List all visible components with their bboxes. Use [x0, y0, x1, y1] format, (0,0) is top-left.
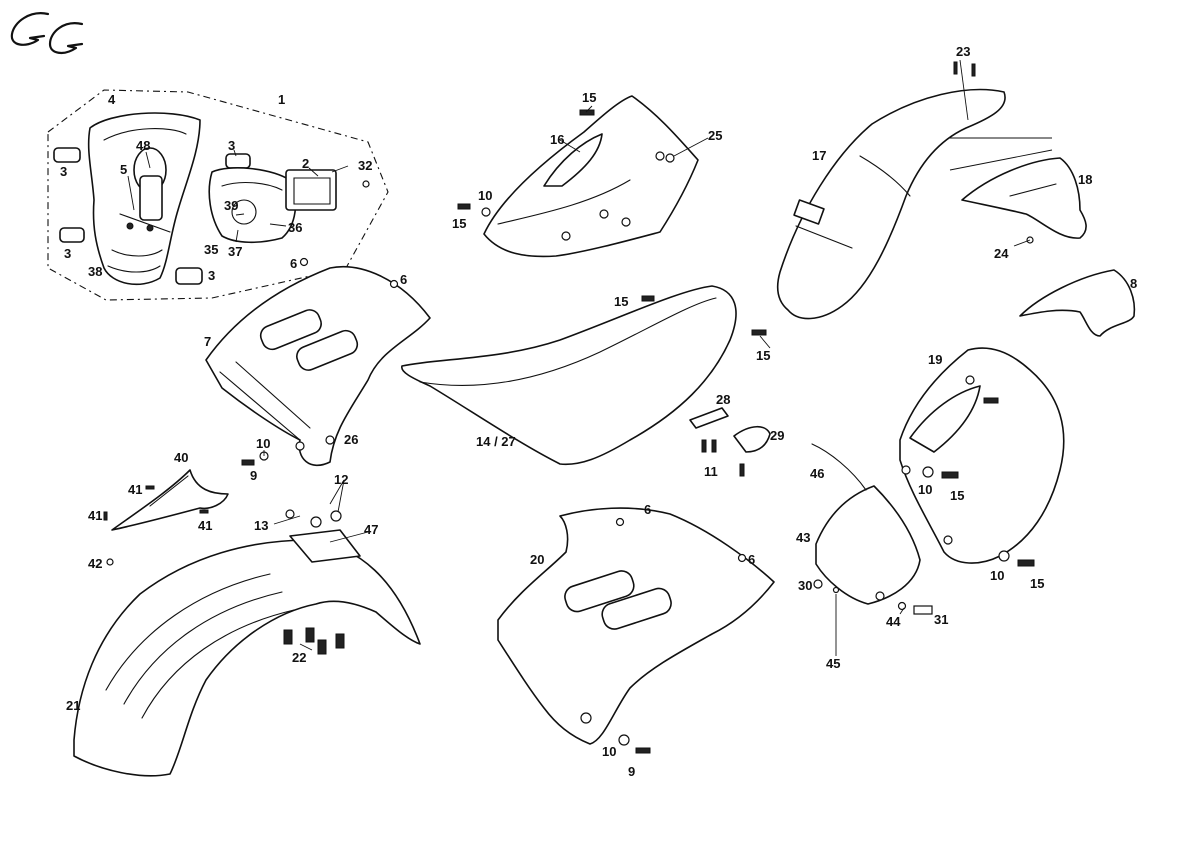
leader-lines [127, 59, 1053, 656]
label-part-19: 19 [928, 352, 942, 367]
seat-bracket [689, 407, 729, 429]
label-part-11: 11 [704, 464, 718, 479]
label-part-44: 44 [886, 614, 901, 629]
side-number-plate [899, 347, 1065, 564]
rear-fender-tip [1019, 269, 1136, 337]
label-part-43: 43 [796, 530, 810, 545]
label-part-3: 3 [208, 268, 215, 283]
label-part-10: 10 [478, 188, 492, 203]
callout-labels: 1 2 3 3 3 3 4 5 6 6 6 6 7 8 9 9 10 10 10… [60, 44, 1137, 779]
label-part-20: 20 [530, 552, 544, 567]
label-part-17: 17 [812, 148, 826, 163]
label-part-3: 3 [228, 138, 235, 153]
label-part-21: 21 [66, 698, 80, 713]
rear-fender [776, 88, 1006, 320]
label-part-36: 36 [288, 220, 302, 235]
label-part-10: 10 [918, 482, 932, 497]
label-part-24: 24 [994, 246, 1009, 261]
label-part-40: 40 [174, 450, 188, 465]
label-part-32: 32 [358, 158, 372, 173]
label-part-41: 41 [128, 482, 142, 497]
label-part-6: 6 [400, 272, 407, 287]
label-part-29: 29 [770, 428, 784, 443]
label-part-31: 31 [934, 612, 948, 627]
label-part-48: 48 [136, 138, 150, 153]
label-part-6: 6 [748, 552, 755, 567]
label-part-15: 15 [1030, 576, 1044, 591]
hardware-fasteners [103, 61, 1035, 754]
label-part-15: 15 [614, 294, 628, 309]
label-part-5: 5 [120, 162, 127, 177]
label-part-46: 46 [810, 466, 824, 481]
label-part-15: 15 [950, 488, 964, 503]
label-part-16: 16 [550, 132, 564, 147]
label-part-3: 3 [64, 246, 71, 261]
headlight-mask [87, 112, 201, 286]
label-part-30: 30 [798, 578, 812, 593]
label-part-1: 1 [278, 92, 285, 107]
radiator-shroud-right [497, 507, 775, 745]
label-part-26: 26 [344, 432, 358, 447]
label-part-6: 6 [290, 256, 297, 271]
seat [401, 285, 737, 466]
label-part-13: 13 [254, 518, 268, 533]
label-part-12: 12 [334, 472, 348, 487]
label-part-22: 22 [292, 650, 306, 665]
label-part-8: 8 [1130, 276, 1137, 291]
label-part-4: 4 [108, 92, 116, 107]
number-plate-bracket [111, 469, 229, 531]
label-part-2: 2 [302, 156, 309, 171]
label-part-9: 9 [628, 764, 635, 779]
label-part-9: 9 [250, 468, 257, 483]
radiator-shroud-left [205, 266, 431, 467]
mount-bracket [733, 425, 771, 453]
label-part-37: 37 [228, 244, 242, 259]
label-part-6: 6 [644, 502, 651, 517]
label-part-25: 25 [708, 128, 722, 143]
label-part-18: 18 [1078, 172, 1092, 187]
label-part-28: 28 [716, 392, 730, 407]
brand-logo-icon [10, 12, 84, 54]
front-fender [73, 529, 421, 777]
label-part-7: 7 [204, 334, 211, 349]
label-part-23: 23 [956, 44, 970, 59]
label-part-47: 47 [364, 522, 378, 537]
label-part-15: 15 [756, 348, 770, 363]
label-part-35: 35 [204, 242, 218, 257]
rear-fender-extension [961, 157, 1087, 239]
label-part-42: 42 [88, 556, 102, 571]
label-part-38: 38 [88, 264, 102, 279]
label-part-41: 41 [88, 508, 102, 523]
label-part-39: 39 [224, 198, 238, 213]
label-part-10: 10 [990, 568, 1004, 583]
label-part-15: 15 [582, 90, 596, 105]
label-part-3: 3 [60, 164, 67, 179]
label-part-10: 10 [256, 436, 270, 451]
label-part-14-27: 14 / 27 [476, 434, 516, 449]
label-part-45: 45 [826, 656, 840, 671]
air-scoop [811, 443, 921, 605]
label-part-10: 10 [602, 744, 616, 759]
side-panel-upper [483, 95, 699, 258]
label-part-15: 15 [452, 216, 466, 231]
label-part-41: 41 [198, 518, 212, 533]
